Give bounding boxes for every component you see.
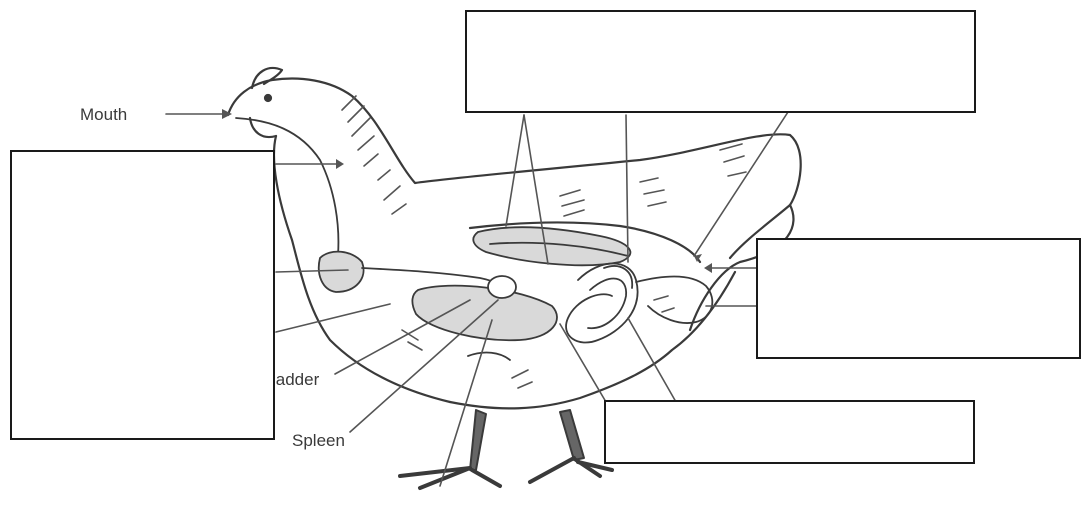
chicken-feet [400, 458, 612, 488]
answer-box-right[interactable] [756, 238, 1081, 359]
label-spleen: Spleen [292, 431, 345, 450]
label-gallbladder: ladder [272, 370, 320, 389]
answer-box-left[interactable] [10, 150, 275, 440]
arrowheads [222, 109, 712, 273]
answer-box-top[interactable] [465, 10, 976, 113]
answer-box-bottom[interactable] [604, 400, 975, 464]
label-mouth: Mouth [80, 105, 127, 124]
